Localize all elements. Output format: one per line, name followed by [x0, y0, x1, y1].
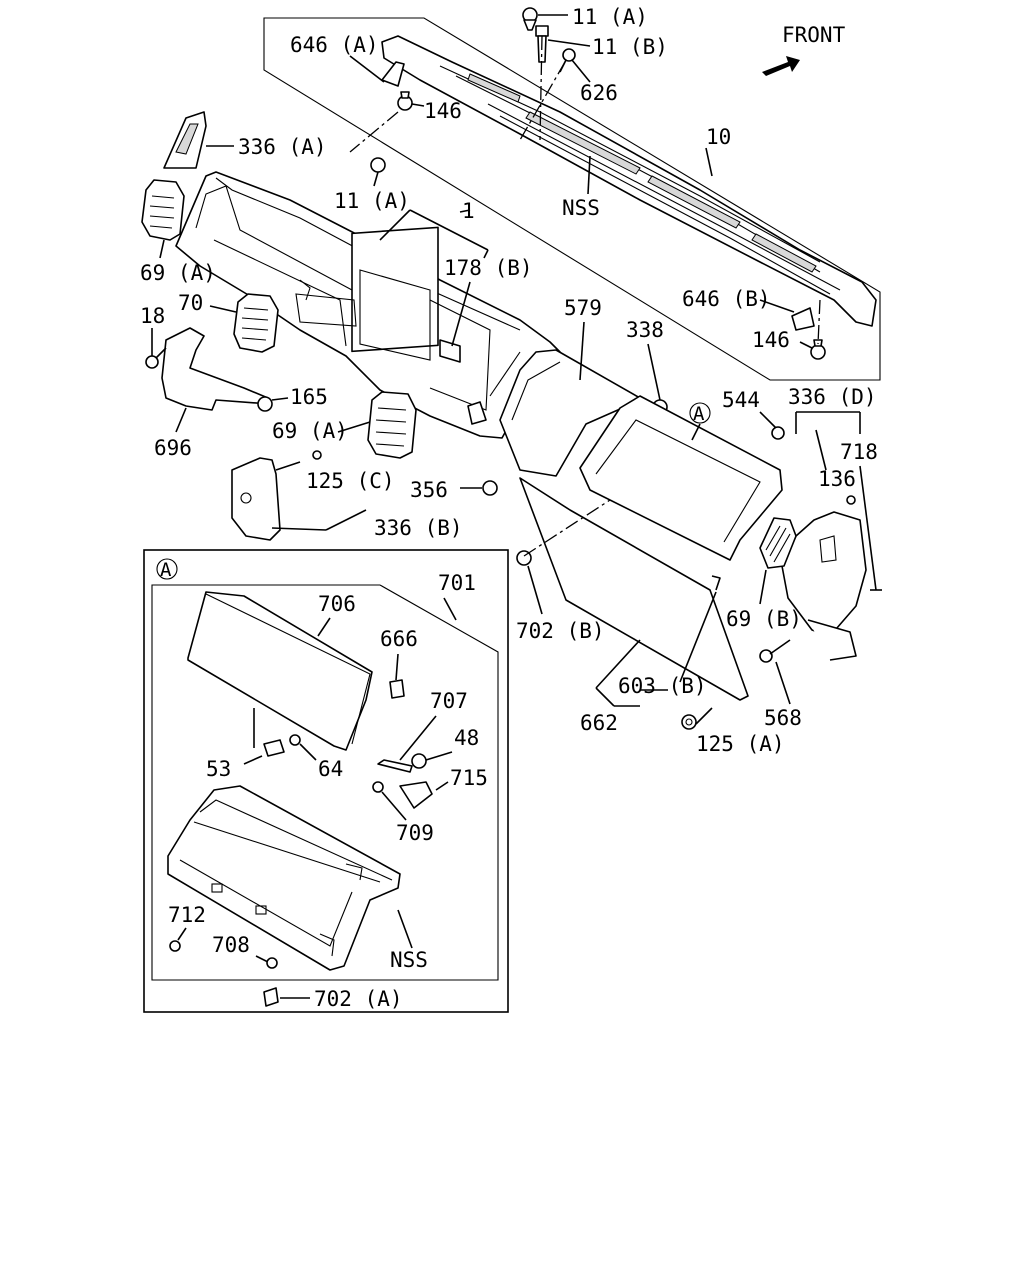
label-146-top: 146 — [424, 99, 462, 123]
label-666: 666 — [380, 627, 418, 651]
label-nss-top: NSS — [562, 196, 600, 220]
label-165: 165 — [290, 385, 328, 409]
label-336a: 336 (A) — [238, 135, 327, 159]
label-125c: 125 (C) — [306, 469, 395, 493]
label-715: 715 — [450, 766, 488, 790]
fastener-11a-mid — [370, 157, 386, 173]
detail-a-badge-label: A — [160, 559, 172, 581]
label-709: 709 — [396, 821, 434, 845]
label-708: 708 — [212, 933, 250, 957]
label-69a-center: 69 (A) — [272, 419, 348, 443]
side-cover-718 — [781, 511, 867, 661]
side-vent-336a — [163, 111, 207, 169]
label-712: 712 — [168, 903, 206, 927]
lower-cover-336b — [231, 457, 281, 541]
clip-125a — [681, 714, 697, 730]
label-11b: 11 (B) — [592, 35, 668, 59]
front-indicator: FRONT — [762, 23, 846, 76]
label-662: 662 — [580, 711, 618, 735]
label-646b: 646 (B) — [682, 287, 771, 311]
vent-69a-center — [367, 391, 417, 459]
front-label: FRONT — [782, 23, 846, 47]
label-336b: 336 (B) — [374, 516, 463, 540]
vent-69b — [759, 517, 797, 569]
glove-box-assembly — [579, 395, 783, 561]
nut-702b — [516, 550, 532, 566]
screw-709 — [372, 781, 384, 793]
fastener-11a-top — [522, 7, 538, 31]
nut-48 — [411, 753, 427, 769]
label-701: 701 — [438, 571, 476, 595]
label-568: 568 — [764, 706, 802, 730]
screw-707 — [377, 759, 413, 773]
label-69a-left: 69 (A) — [140, 261, 216, 285]
label-626: 626 — [580, 81, 618, 105]
fastener-146-right — [810, 339, 826, 360]
label-544: 544 — [722, 388, 760, 412]
label-178b: 178 (B) — [444, 256, 533, 280]
label-48: 48 — [454, 726, 479, 750]
clip-666 — [389, 679, 405, 699]
hinge-53 — [263, 739, 285, 757]
label-646a: 646 (A) — [290, 33, 379, 57]
callouts: 11 (A) 11 (B) 646 (A) 626 146 336 (A) 10… — [140, 5, 882, 756]
screw-712 — [169, 940, 181, 952]
label-69b: 69 (B) — [726, 607, 802, 631]
label-136: 136 — [818, 467, 856, 491]
detail-a-badge — [156, 558, 178, 580]
nut-702a — [263, 987, 279, 1007]
label-702a: 702 (A) — [314, 987, 403, 1011]
label-11a-mid: 11 (A) — [334, 189, 410, 213]
glove-box-bin — [167, 785, 401, 971]
label-11a-top: 11 (A) — [572, 5, 648, 29]
label-706: 706 — [318, 592, 356, 616]
label-53: 53 — [206, 757, 231, 781]
bolt-18 — [145, 347, 167, 369]
label-707: 707 — [430, 689, 468, 713]
label-70: 70 — [178, 291, 203, 315]
label-696: 696 — [154, 436, 192, 460]
nut-356 — [482, 480, 498, 496]
fastener-146-top — [397, 91, 413, 111]
label-579: 579 — [564, 296, 602, 320]
clip-603b — [711, 575, 721, 591]
label-146-right: 146 — [752, 328, 790, 352]
defroster-panel — [381, 35, 877, 327]
clip-646b — [791, 307, 815, 331]
clip-136 — [846, 495, 856, 505]
clip-125c — [312, 450, 322, 460]
clip-646a — [381, 61, 405, 87]
label-64: 64 — [318, 757, 343, 781]
ref-a-badge — [689, 402, 711, 424]
label-338: 338 — [626, 318, 664, 342]
label-18: 18 — [140, 304, 165, 328]
label-718: 718 — [840, 440, 878, 464]
front-arrow-icon — [762, 56, 800, 76]
screw-708 — [266, 957, 278, 969]
pin-64 — [289, 734, 301, 746]
vent-69a-left — [141, 179, 185, 241]
ref-a-label: A — [693, 403, 705, 425]
label-nss-detail: NSS — [390, 948, 428, 972]
nut-165 — [257, 396, 273, 412]
knee-cover-662 — [519, 477, 749, 701]
glove-box-lid-706 — [187, 591, 373, 751]
detail-a-box: A 701 706 666 707 48 53 64 715 709 — [143, 549, 509, 1013]
label-125a: 125 (A) — [696, 732, 785, 756]
bolt-568 — [759, 639, 791, 663]
screw-544 — [771, 426, 785, 440]
defroster-group-outline — [263, 17, 881, 381]
vent-70 — [233, 293, 279, 353]
label-10: 10 — [706, 125, 731, 149]
label-1: 1 — [462, 199, 475, 223]
label-336d: 336 (D) — [788, 385, 877, 409]
label-356: 356 — [410, 478, 448, 502]
label-702b: 702 (B) — [516, 619, 605, 643]
label-603b: 603 (B) — [618, 674, 707, 698]
latch-715 — [399, 781, 433, 809]
